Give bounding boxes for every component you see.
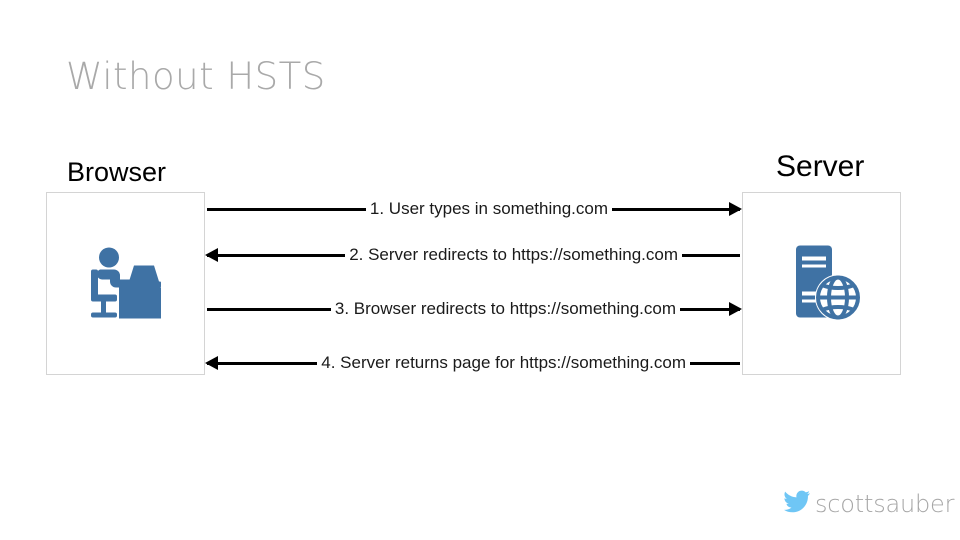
flow-step-4: 4. Server returns page for https://somet… <box>205 350 742 376</box>
footer-social-handle: scottsauber <box>783 489 954 518</box>
flow-step-3: 3. Browser redirects to https://somethin… <box>205 296 742 322</box>
page-title: Without HSTS <box>66 55 326 98</box>
server-node-label: Server <box>776 150 865 183</box>
flow-step-1: 1. User types in something.com <box>205 196 742 222</box>
browser-node-box <box>46 192 205 375</box>
browser-node-label: Browser <box>67 157 167 187</box>
arrow-head-right-icon <box>729 202 742 216</box>
server-globe-icon <box>774 233 870 334</box>
flow-step-1-label: 1. User types in something.com <box>365 196 612 222</box>
flow-step-2-label: 2. Server redirects to https://something… <box>345 242 682 268</box>
footer-handle-text: scottsauber <box>815 489 955 518</box>
arrow-head-left-icon <box>205 356 218 370</box>
flow-step-3-label: 3. Browser redirects to https://somethin… <box>330 296 680 322</box>
arrow-head-right-icon <box>729 302 742 316</box>
flow-step-4-label: 4. Server returns page for https://somet… <box>317 350 690 376</box>
arrow-head-left-icon <box>205 248 218 262</box>
server-node-box <box>742 192 901 375</box>
twitter-bird-icon <box>783 489 811 518</box>
person-at-desk-icon <box>78 233 174 334</box>
flow-step-2: 2. Server redirects to https://something… <box>205 242 742 268</box>
